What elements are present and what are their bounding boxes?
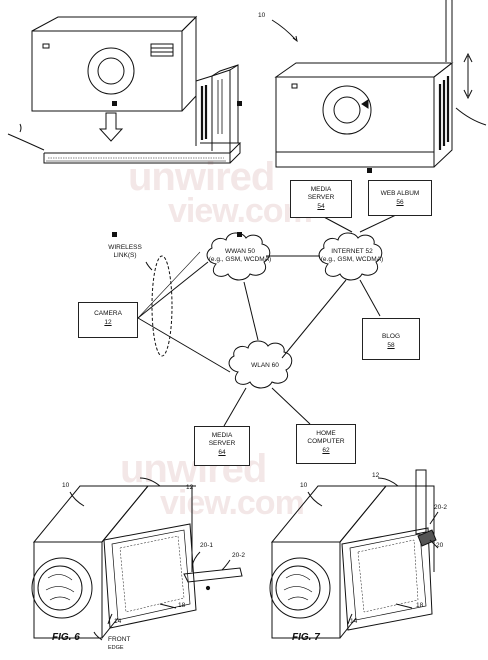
antenna-camera-illustration — [271, 0, 487, 168]
watermark-line-1: unwired — [128, 155, 275, 199]
media-server-bottom-line-2: SERVER — [208, 440, 236, 447]
internet-label: INTERNET 52 (e.g., GSM, WCDMA) — [316, 248, 388, 264]
blog-box: BLOG 58 — [362, 318, 420, 360]
docking-camera-illustration — [7, 15, 242, 164]
bullet-mark — [237, 101, 242, 106]
media-server-top-ref: 54 — [317, 203, 325, 210]
fig6-ref-10: 10 — [62, 482, 70, 489]
web-album-box: WEB ALBUM 56 — [368, 180, 432, 216]
fig7-ref-20-2: 20-2 — [434, 504, 448, 511]
media-server-top-line-2: SERVER — [307, 194, 335, 201]
web-album-ref: 56 — [396, 199, 404, 206]
bullet-mark — [112, 101, 117, 106]
wireless-links-line-2: LINK(S) — [113, 252, 137, 259]
media-server-bottom-line-1: MEDIA — [211, 432, 233, 439]
camera-box: CAMERA 12 — [78, 302, 138, 338]
wlan-label: WLAN 60 — [251, 362, 279, 369]
home-computer-line-2: COMPUTER — [307, 438, 345, 445]
watermark-bottom: unwired view.com — [120, 449, 305, 522]
blog-ref: 58 — [387, 342, 395, 349]
home-computer-box: HOME COMPUTER 62 — [296, 424, 356, 464]
fig7-caption: FIG. 7 — [292, 632, 320, 643]
media-server-bottom-ref: 64 — [218, 449, 226, 456]
fig6-caption: FIG. 6 — [52, 632, 80, 643]
web-album-label: WEB ALBUM — [380, 190, 420, 197]
home-computer-ref: 62 — [322, 447, 330, 454]
fig7-ref-18: 18 — [416, 602, 424, 609]
fig7-ref-14: 14 — [350, 618, 358, 625]
camera-ref: 12 — [104, 319, 112, 326]
front-edge-line-1: FRONT — [108, 636, 131, 643]
watermark-top: unwired view.com — [128, 155, 313, 230]
fig7-illustration — [269, 469, 439, 639]
bullet-mark — [237, 232, 242, 237]
fig6-ref-20-1: 20-1 — [200, 542, 214, 549]
network-diagram — [137, 213, 399, 427]
bullet-mark — [112, 232, 117, 237]
internet-detail: (e.g., GSM, WCDMA) — [320, 256, 384, 263]
camera-label: CAMERA — [94, 310, 122, 317]
fig6-ref-18: 18 — [178, 602, 186, 609]
fig7-ref-12: 12 — [372, 472, 380, 479]
media-server-top-box: MEDIA SERVER 54 — [290, 180, 352, 218]
media-server-top-line-1: MEDIA — [310, 186, 332, 193]
watermark-line-2: view.com — [168, 192, 313, 230]
front-edge-line-2: EDGE — [108, 645, 124, 651]
home-computer-line-1: HOME — [316, 430, 336, 437]
ref-10-top: 10 — [258, 12, 266, 19]
fig7-ref-10: 10 — [300, 482, 308, 489]
fig7-ref-20-1: 20 — [436, 542, 444, 549]
media-server-bottom-box: MEDIA SERVER 64 — [194, 426, 250, 466]
watermark-line-2: view.com — [160, 484, 305, 522]
bullet-mark — [367, 168, 372, 173]
internet-name: INTERNET 52 — [331, 248, 373, 255]
blog-label: BLOG — [381, 333, 401, 340]
fig6-illustration — [31, 477, 243, 641]
wwan-detail: (e.g., GSM, WCDMA) — [208, 256, 272, 263]
fig6-ref-14: 14 — [114, 618, 122, 625]
wireless-links-label: WIRELESS LINK(S) — [100, 244, 150, 260]
fig6-ref-12: 12 — [186, 484, 194, 491]
wwan-name: WWAN 50 — [224, 248, 256, 255]
fig6-front-edge-label: FRONT EDGE — [108, 636, 130, 652]
wireless-links-line-1: WIRELESS — [108, 244, 142, 251]
wwan-label: WWAN 50 (e.g., GSM, WCDMA) — [204, 248, 276, 264]
fig6-ref-20-2: 20-2 — [232, 552, 246, 559]
